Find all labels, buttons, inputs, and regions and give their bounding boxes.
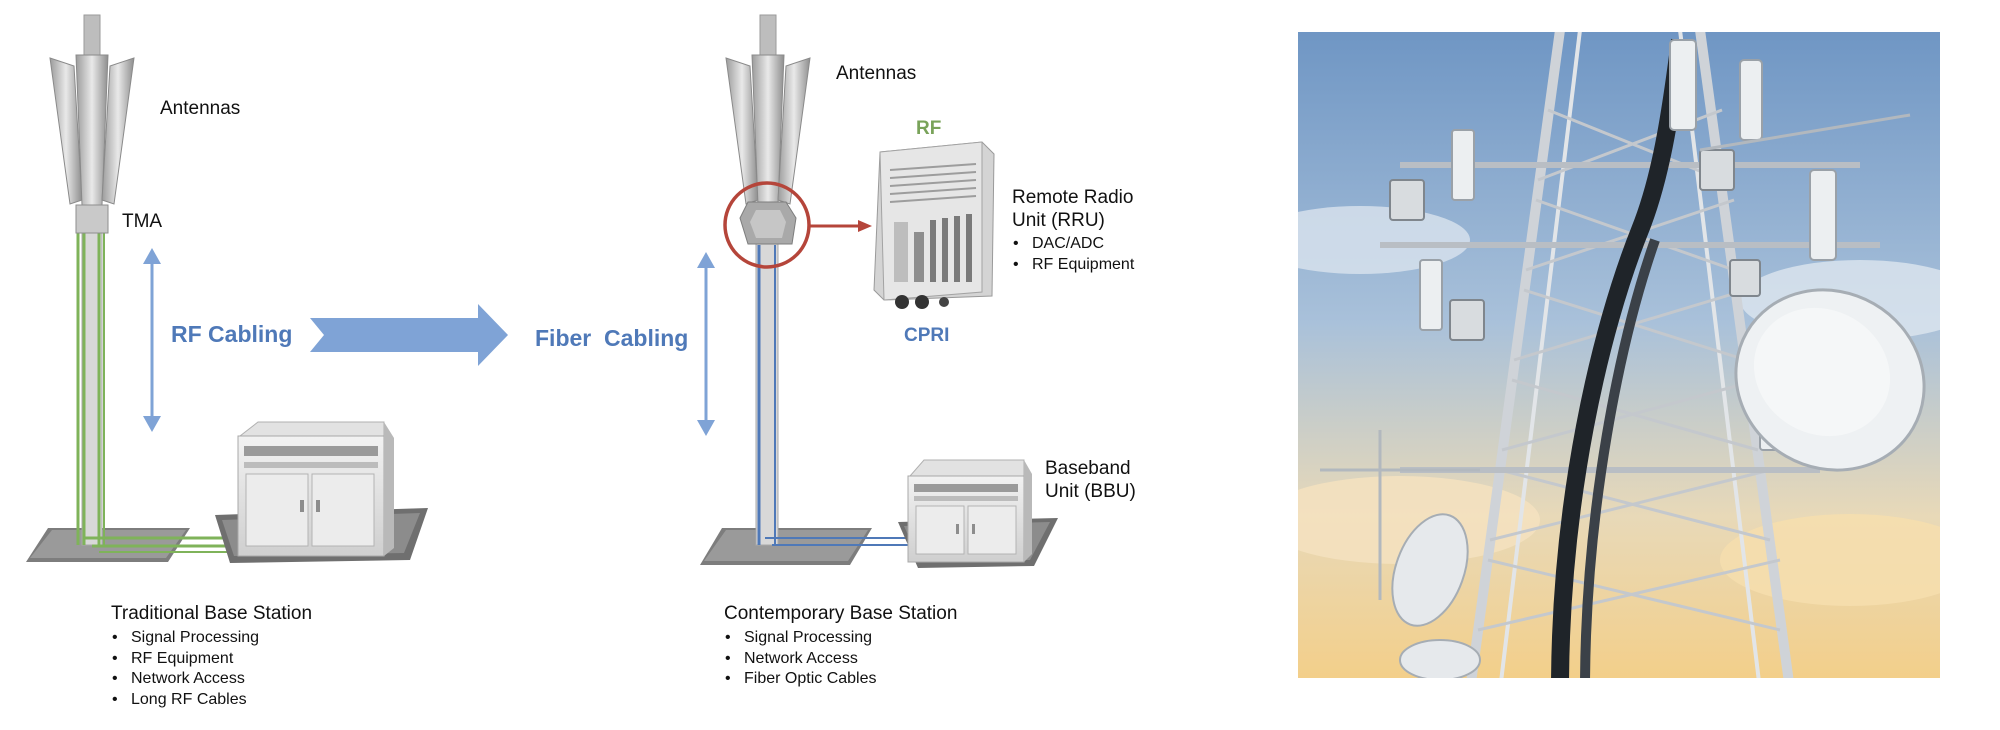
rru-device [873,141,995,309]
rru-title-line1: Remote Radio [1012,187,1134,208]
contemporary-station-caption: Contemporary Base Station Signal Process… [724,603,957,690]
rru-description: Remote Radio Unit (RRU) DAC/ADC RF Equip… [1012,186,1134,275]
left-vertical-arrow [143,248,161,432]
left-ground-plate-top [30,530,186,558]
tma-label: TMA [122,211,163,232]
list-item: Fiber Optic Cables [724,669,957,690]
right-fiber-cables [757,245,918,546]
contemporary-station-list: Signal Processing Network Access Fiber O… [724,628,957,690]
rru-pointer-arrow [809,220,872,232]
list-item: Long RF Cables [111,690,312,711]
left-rf-cables [76,232,232,553]
traditional-station-title: Traditional Base Station [111,603,313,624]
fiber-cabling-label: Fiber Cabling [535,325,689,351]
list-item: Signal Processing [724,628,957,649]
right-antenna-panel-right [777,57,811,205]
bbu-description: Baseband Unit (BBU) [1045,457,1136,503]
rru-title-line2: Unit (RRU) [1012,210,1105,231]
tower-photo-dish [1734,288,1926,472]
right-vertical-arrow [697,252,715,436]
bbu-cabinet [898,459,1058,568]
contemporary-station-title: Contemporary Base Station [724,603,958,624]
traditional-station-list: Signal Processing RF Equipment Network A… [111,628,312,710]
transition-arrow [310,304,508,366]
list-item: RF Equipment [111,649,312,670]
traditional-station-graphic [26,14,428,563]
left-cabinet [215,421,428,563]
list-item: Network Access [111,669,312,690]
contemporary-station-graphic [697,14,1058,568]
bbu-title-line1: Baseband [1045,458,1131,479]
rf-cabling-label: RF Cabling [171,321,293,347]
left-antenna-rod [83,14,101,61]
list-item: Signal Processing [111,628,312,649]
list-item: RF Equipment [1012,255,1134,276]
right-antennas-label: Antennas [836,63,917,84]
list-item: DAC/ADC [1012,234,1134,255]
left-antennas-label: Antennas [160,98,241,119]
left-antenna-panel-right [101,57,135,205]
tower-photo [1298,32,1940,678]
left-tma-box [75,204,109,234]
traditional-station-caption: Traditional Base Station Signal Processi… [111,603,312,710]
cpri-label: CPRI [904,325,950,346]
rf-label: RF [916,118,942,139]
list-item: Network Access [724,649,957,670]
right-antenna-rod [759,14,777,61]
rru-bullet-list: DAC/ADC RF Equipment [1012,234,1134,275]
bbu-title-line2: Unit (BBU) [1045,481,1136,502]
